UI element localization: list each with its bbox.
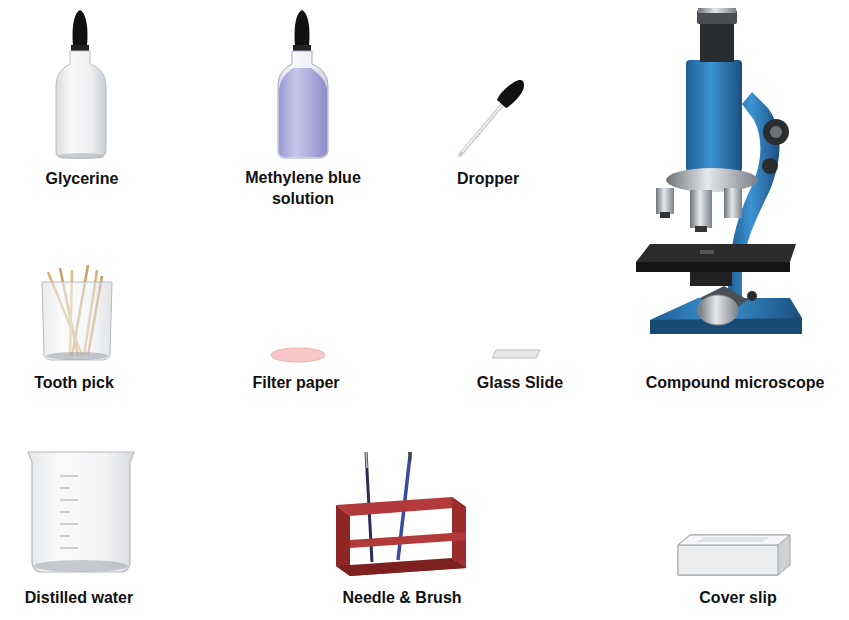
toothpick-beaker	[42, 265, 112, 360]
dropper	[460, 80, 524, 155]
apparatus-label: Compound microscope	[646, 372, 825, 393]
cover-slip-box	[678, 535, 790, 575]
apparatus-label: Glass Slide	[477, 372, 563, 393]
apparatus-label: Glycerine	[46, 168, 119, 189]
apparatus-label: Tooth pick	[34, 372, 114, 393]
apparatus-label: Distilled water	[25, 587, 133, 608]
methylene-blue-bottle	[278, 10, 328, 158]
needle-brush-stand	[336, 452, 466, 576]
apparatus-label: Needle & Brush	[342, 587, 461, 608]
glycerine-bottle	[56, 10, 106, 159]
glass-slide	[492, 350, 540, 358]
apparatus-label: Filter paper	[252, 372, 339, 393]
apparatus-label: Methylene blue solution	[238, 167, 368, 209]
filter-paper	[271, 348, 325, 362]
distilled-water-beaker	[28, 452, 134, 572]
apparatus-label: Cover slip	[699, 587, 776, 608]
apparatus-label: Dropper	[457, 168, 519, 189]
compound-microscope	[636, 8, 802, 334]
